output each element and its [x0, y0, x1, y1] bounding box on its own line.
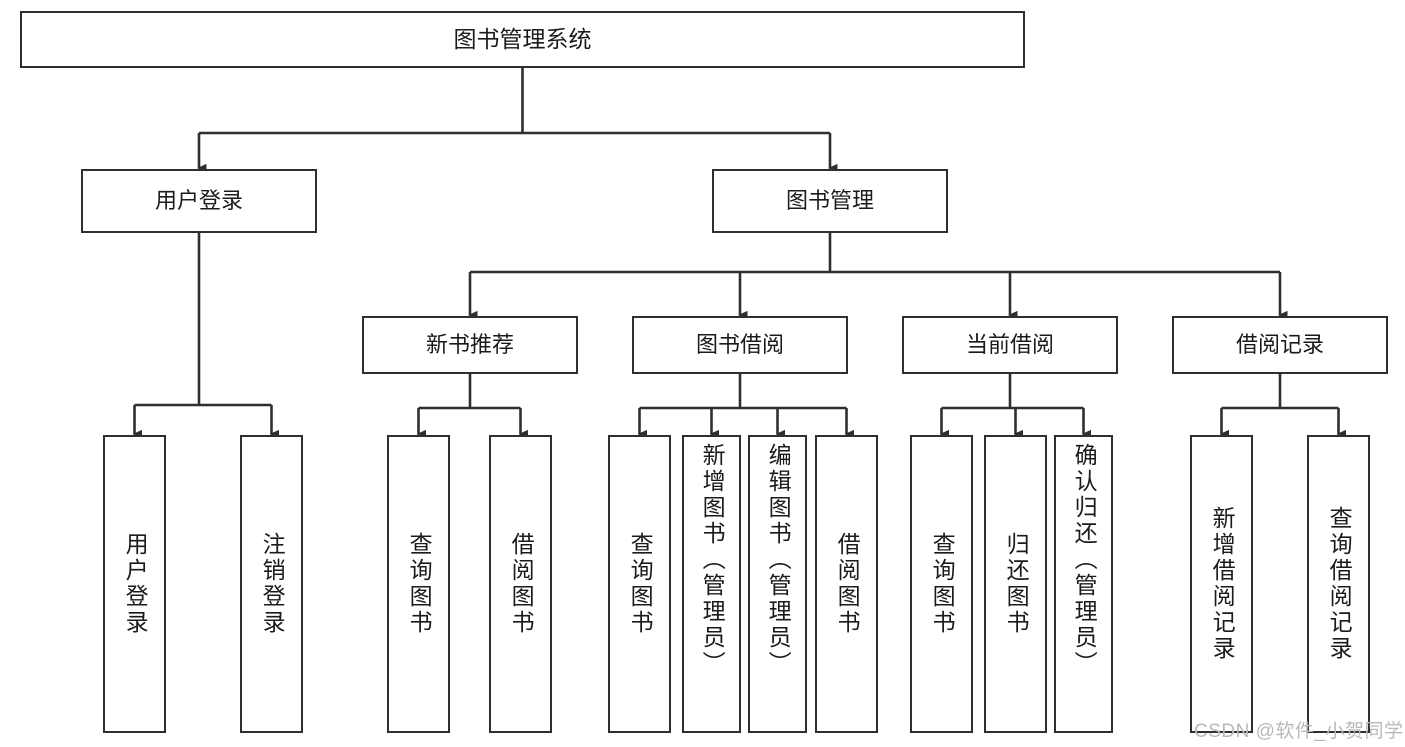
node-leaf-add-book-admin[interactable]: 新增图书（管理员）: [682, 435, 741, 733]
node-leaf-add-borrow-record[interactable]: 新增借阅记录: [1190, 435, 1253, 733]
node-leaf-borrow-book-borrow[interactable]: 借阅图书: [815, 435, 878, 733]
node-leaf-return-book[interactable]: 归还图书: [984, 435, 1047, 733]
node-root-book-management-system[interactable]: 图书管理系统: [20, 11, 1025, 68]
node-current-borrow[interactable]: 当前借阅: [902, 316, 1118, 374]
node-leaf-query-borrow-record[interactable]: 查询借阅记录: [1307, 435, 1370, 733]
csdn-watermark: CSDN @软件_小贺同学: [1194, 721, 1404, 742]
node-leaf-logout-login[interactable]: 注销登录: [240, 435, 303, 733]
node-borrow-record[interactable]: 借阅记录: [1172, 316, 1388, 374]
node-book-borrow[interactable]: 图书借阅: [632, 316, 848, 374]
node-book-management[interactable]: 图书管理: [712, 169, 948, 233]
node-leaf-query-book-borrow[interactable]: 查询图书: [608, 435, 671, 733]
node-leaf-user-login[interactable]: 用户登录: [103, 435, 166, 733]
node-leaf-query-book-recommend[interactable]: 查询图书: [387, 435, 450, 733]
node-leaf-edit-book-admin[interactable]: 编辑图书（管理员）: [748, 435, 807, 733]
node-user-login[interactable]: 用户登录: [81, 169, 317, 233]
node-leaf-confirm-return-admin[interactable]: 确认归还（管理员）: [1054, 435, 1113, 733]
node-leaf-query-book-current[interactable]: 查询图书: [910, 435, 973, 733]
node-leaf-borrow-book-recommend[interactable]: 借阅图书: [489, 435, 552, 733]
node-new-book-recommend[interactable]: 新书推荐: [362, 316, 578, 374]
